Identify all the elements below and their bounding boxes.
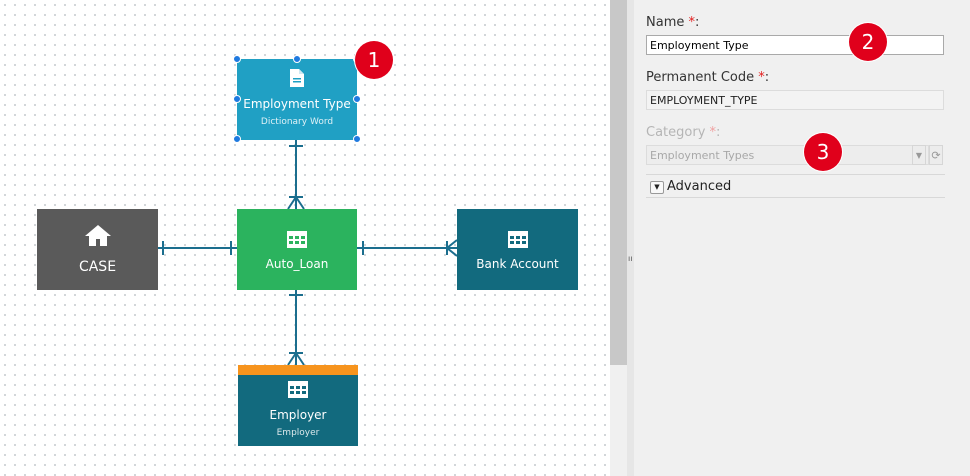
category-select: Employment Types (646, 145, 929, 165)
resize-handle-se[interactable] (353, 135, 361, 143)
node-title: Employer (269, 408, 327, 422)
callout-badge-3: 3 (804, 133, 842, 171)
node-title: Bank Account (476, 257, 559, 271)
node-title: CASE (78, 259, 117, 275)
node-title: Employment Type (243, 97, 351, 111)
callout-badge-1: 1 (355, 41, 393, 79)
name-label: Name *: (646, 15, 700, 30)
category-label: Category *: (646, 125, 721, 140)
connectors (158, 140, 458, 366)
table-icon (507, 231, 528, 248)
diagram-canvas[interactable]: Employment Type Dictionary Word CASE Aut… (0, 0, 610, 476)
node-case[interactable]: CASE (37, 209, 158, 290)
advanced-section[interactable]: ▼ Advanced (646, 174, 945, 198)
resize-handle-e[interactable] (353, 95, 361, 103)
chevron-down-icon: ▼ (912, 145, 926, 165)
permanent-code-field: EMPLOYMENT_TYPE (646, 90, 944, 110)
node-subtitle: Employer (276, 428, 320, 438)
advanced-label: Advanced (667, 179, 732, 194)
splitter-grip: ıı (628, 254, 633, 263)
properties-panel: Name *: Permanent Code *: EMPLOYMENT_TYP… (634, 0, 970, 476)
resize-handle-sw[interactable] (233, 135, 241, 143)
node-title: Auto_Loan (265, 257, 329, 271)
name-field[interactable] (646, 35, 944, 55)
callout-badge-2: 2 (849, 23, 887, 61)
panel-splitter[interactable]: ıı (627, 0, 634, 476)
node-subtitle: Dictionary Word (260, 117, 334, 127)
table-icon (288, 381, 308, 398)
resize-handle-nw[interactable] (233, 55, 241, 63)
node-auto-loan[interactable]: Auto_Loan (237, 209, 357, 290)
table-icon (287, 231, 307, 248)
node-bank-account[interactable]: Bank Account (457, 209, 578, 290)
node-employer[interactable]: Employer Employer (238, 365, 358, 446)
canvas-scrollbar[interactable] (610, 0, 627, 476)
resize-handle-n[interactable] (293, 55, 301, 63)
collapse-toggle-icon[interactable]: ▼ (650, 181, 664, 194)
scrollbar-thumb[interactable] (610, 0, 627, 365)
resize-handle-w[interactable] (233, 95, 241, 103)
refresh-icon: ⟳ (929, 145, 943, 165)
document-icon (290, 69, 304, 87)
node-employment-type[interactable]: Employment Type Dictionary Word (237, 59, 357, 140)
home-icon (84, 225, 111, 246)
permanent-code-label: Permanent Code *: (646, 70, 770, 85)
